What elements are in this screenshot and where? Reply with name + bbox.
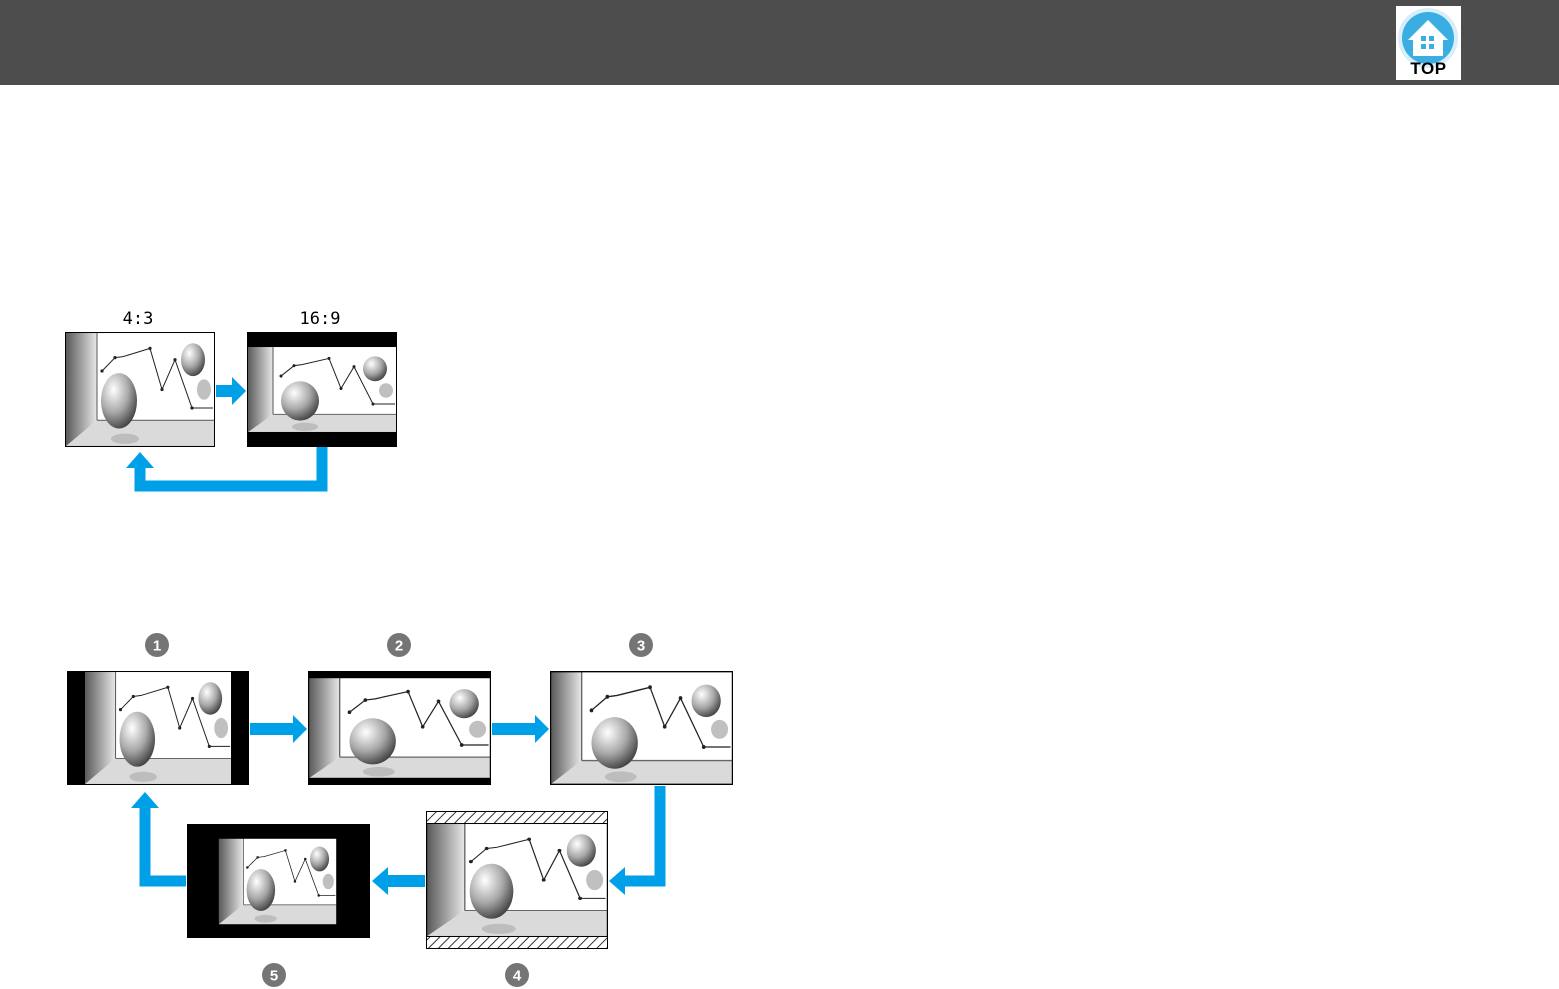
- arrow-step-1-to-2: [250, 715, 307, 743]
- arrow-step-2-to-3: [492, 715, 549, 743]
- arrow-step-3-to-4: [609, 786, 660, 895]
- screen-4-3: [65, 332, 215, 447]
- label-4-3: 4:3: [123, 309, 154, 329]
- step-badge-3: 3: [629, 633, 653, 657]
- step-badge-2: 2: [387, 633, 411, 657]
- screen-step-5: [187, 824, 370, 938]
- step-badge-1: 1: [145, 633, 169, 657]
- arrow-return-1: [126, 447, 322, 486]
- screen-step-2: [308, 671, 491, 785]
- screen-step-4: [426, 811, 608, 949]
- step-number-3: 3: [637, 638, 645, 655]
- step-number-5: 5: [270, 968, 278, 985]
- screen-16-9: [247, 332, 397, 447]
- step-badge-5: 5: [262, 963, 286, 987]
- label-16-9: 16:9: [300, 309, 341, 329]
- screen-step-1: [67, 671, 249, 785]
- arrow-right-1: [216, 377, 246, 405]
- step-number-1: 1: [153, 638, 161, 655]
- screen-step-3: [550, 671, 733, 785]
- arrow-step-4-to-5: [372, 867, 425, 895]
- step-number-4: 4: [513, 968, 522, 985]
- step-badge-4: 4: [505, 963, 529, 987]
- arrow-step-5-to-1: [131, 792, 186, 881]
- step-number-2: 2: [395, 638, 403, 655]
